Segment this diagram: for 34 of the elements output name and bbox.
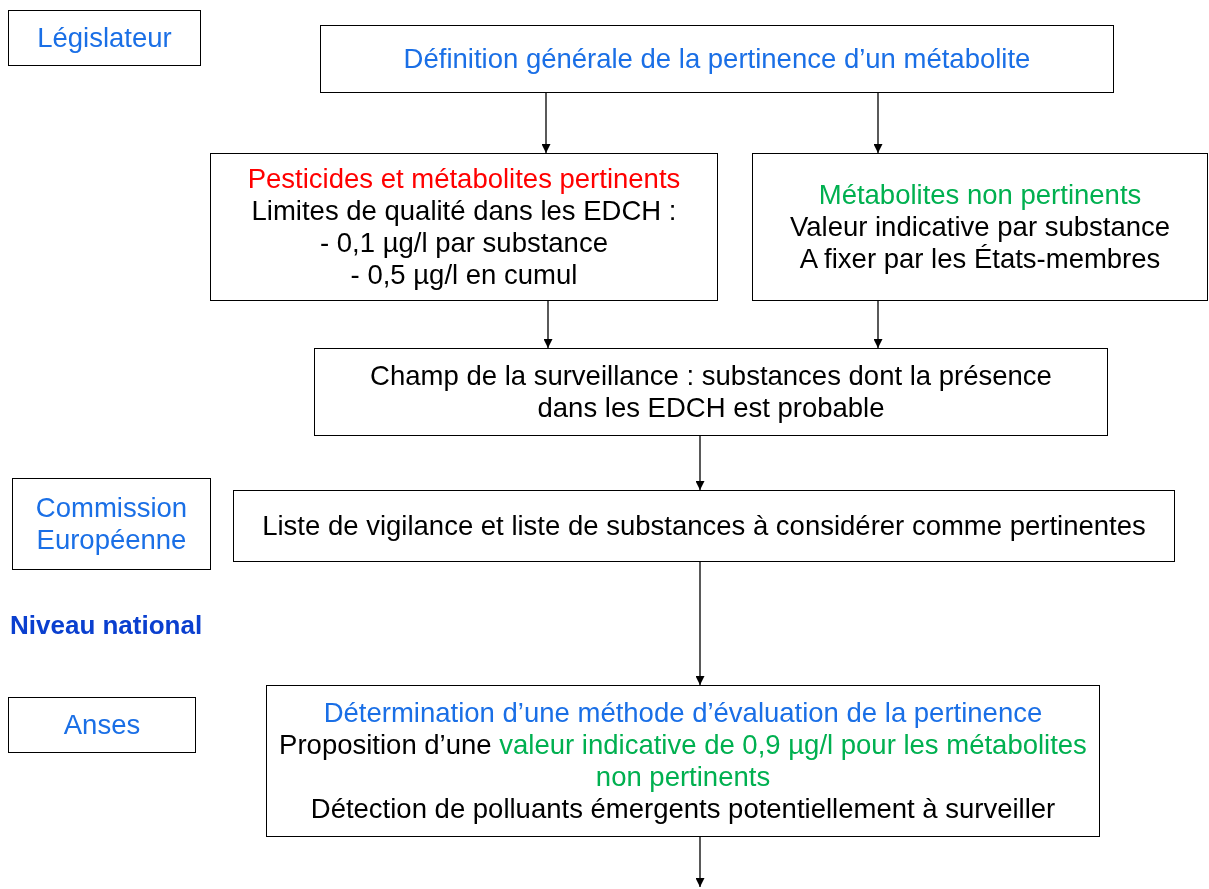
actor-box <box>8 10 201 66</box>
box-text: Commission Européenne <box>34 491 189 557</box>
box-text: Limites de qualité dans les EDCH : <box>251 194 677 227</box>
box-text: Valeur indicative par substance <box>789 210 1171 244</box>
box-text: Législateur <box>37 21 172 55</box>
box-text: - 0,5 µg/l en cumul <box>350 259 578 292</box>
box-text: valeur indicative de 0,9 µg/l pour les métabolites non pertinents <box>499 728 1087 792</box>
box-text: Définition générale de la pertinence d’un métabolite <box>403 42 1031 76</box>
box-text: A fixer par les États-membres <box>799 243 1161 276</box>
section-label: Niveau national <box>10 610 203 641</box>
arrow <box>695 836 705 888</box>
arrow <box>543 300 553 349</box>
process-box <box>314 348 1108 436</box>
box-heading: Métabolites non pertinents <box>818 178 1142 211</box>
actor-box <box>12 478 211 570</box>
process-box <box>233 490 1175 562</box>
box-text: Anses <box>63 708 141 742</box>
box-text: - 0,1 µg/l par substance <box>320 227 608 260</box>
arrow <box>695 435 705 491</box>
box-text: Proposition d’une <box>279 728 492 760</box>
process-box <box>752 153 1208 301</box>
arrow <box>541 92 551 154</box>
arrow <box>873 92 883 154</box>
box-text: Champ de la surveillance : substances dont la présence dans les EDCH est probable <box>370 359 1052 425</box>
process-box <box>266 685 1100 837</box>
box-heading: Détermination d’une méthode d’évaluation de la pertinence <box>323 696 1043 729</box>
actor-box <box>8 697 196 753</box>
process-box <box>210 153 718 301</box>
box-text: Liste de vigilance et liste de substances à considérer comme pertinentes <box>262 509 1146 543</box>
arrow <box>695 561 705 686</box>
arrow <box>873 300 883 349</box>
process-box <box>320 25 1114 93</box>
box-heading: Pesticides et métabolites pertinents <box>247 162 681 195</box>
box-text: Détection de polluants émergents potentiellement à surveiller <box>310 793 1056 826</box>
